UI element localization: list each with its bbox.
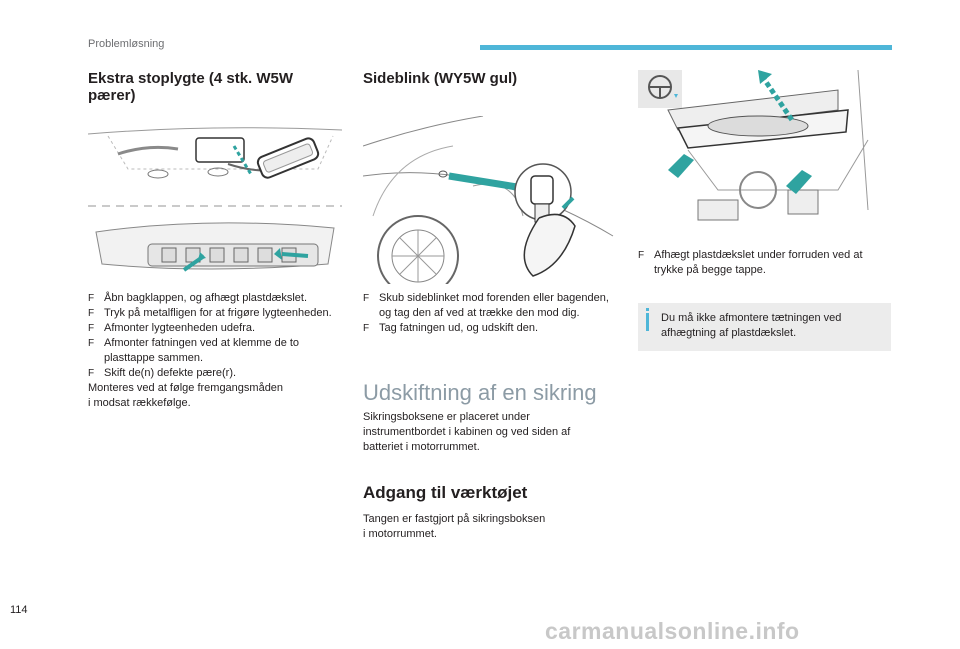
- bullet-glyph: F: [88, 338, 95, 349]
- info-icon-dot: [646, 308, 649, 311]
- bullet-glyph: F: [638, 250, 645, 261]
- bullet-glyph: F: [88, 308, 95, 319]
- col1-footer-line2: i modsat rækkefølge.: [88, 397, 191, 409]
- section-label: Problemløsning: [88, 38, 165, 50]
- tools-line: Tangen er fastgjort på sikringsboksen: [363, 513, 546, 525]
- fuse-section-title: Udskiftning af en sikring: [363, 380, 597, 405]
- col1-title-line2: pærer): [88, 87, 136, 104]
- info-note: Du må ikke afmontere tætningen ved afhæg…: [638, 303, 891, 351]
- bullet-glyph: F: [88, 293, 95, 304]
- sideblink-illustration: [363, 116, 614, 284]
- fuse-line: instrumentbordet i kabinen og ved siden …: [363, 426, 571, 438]
- watermark: carmanualsonline.info: [545, 618, 800, 644]
- section-accent-bar: [480, 45, 892, 50]
- bullet-glyph: F: [363, 323, 370, 334]
- info-icon: [646, 313, 649, 331]
- col1-footer-line1: Monteres ved at følge fremgangsmåden: [88, 382, 284, 394]
- fuse-line: batteriet i motorrummet.: [363, 441, 480, 453]
- col2-title: Sideblink (WY5W gul): [363, 70, 518, 87]
- page-number: 114: [10, 604, 28, 616]
- col1-title: Ekstra stoplygte (4 stk. W5W pærer): [88, 70, 338, 104]
- tools-section-text: Tangen er fastgjort på sikringsboksen i …: [363, 512, 623, 542]
- fuse-section-text: Sikringsboksene er placeret under instru…: [363, 410, 623, 455]
- bullet-glyph: F: [363, 293, 370, 304]
- bullet-glyph: F: [88, 323, 95, 334]
- col1-title-line1: Ekstra stoplygte (4 stk. W5W: [88, 70, 294, 87]
- tools-line: i motorrummet.: [363, 528, 437, 540]
- cowl-cover-illustration: [638, 70, 869, 221]
- bullet-glyph: F: [88, 368, 95, 379]
- tools-section-title: Adgang til værktøjet: [363, 483, 528, 502]
- stoplight-illustration: [88, 127, 342, 272]
- fuse-line: Sikringsboksene er placeret under: [363, 411, 530, 423]
- info-note-text: Du må ikke afmontere tætningen ved afhæg…: [661, 312, 842, 339]
